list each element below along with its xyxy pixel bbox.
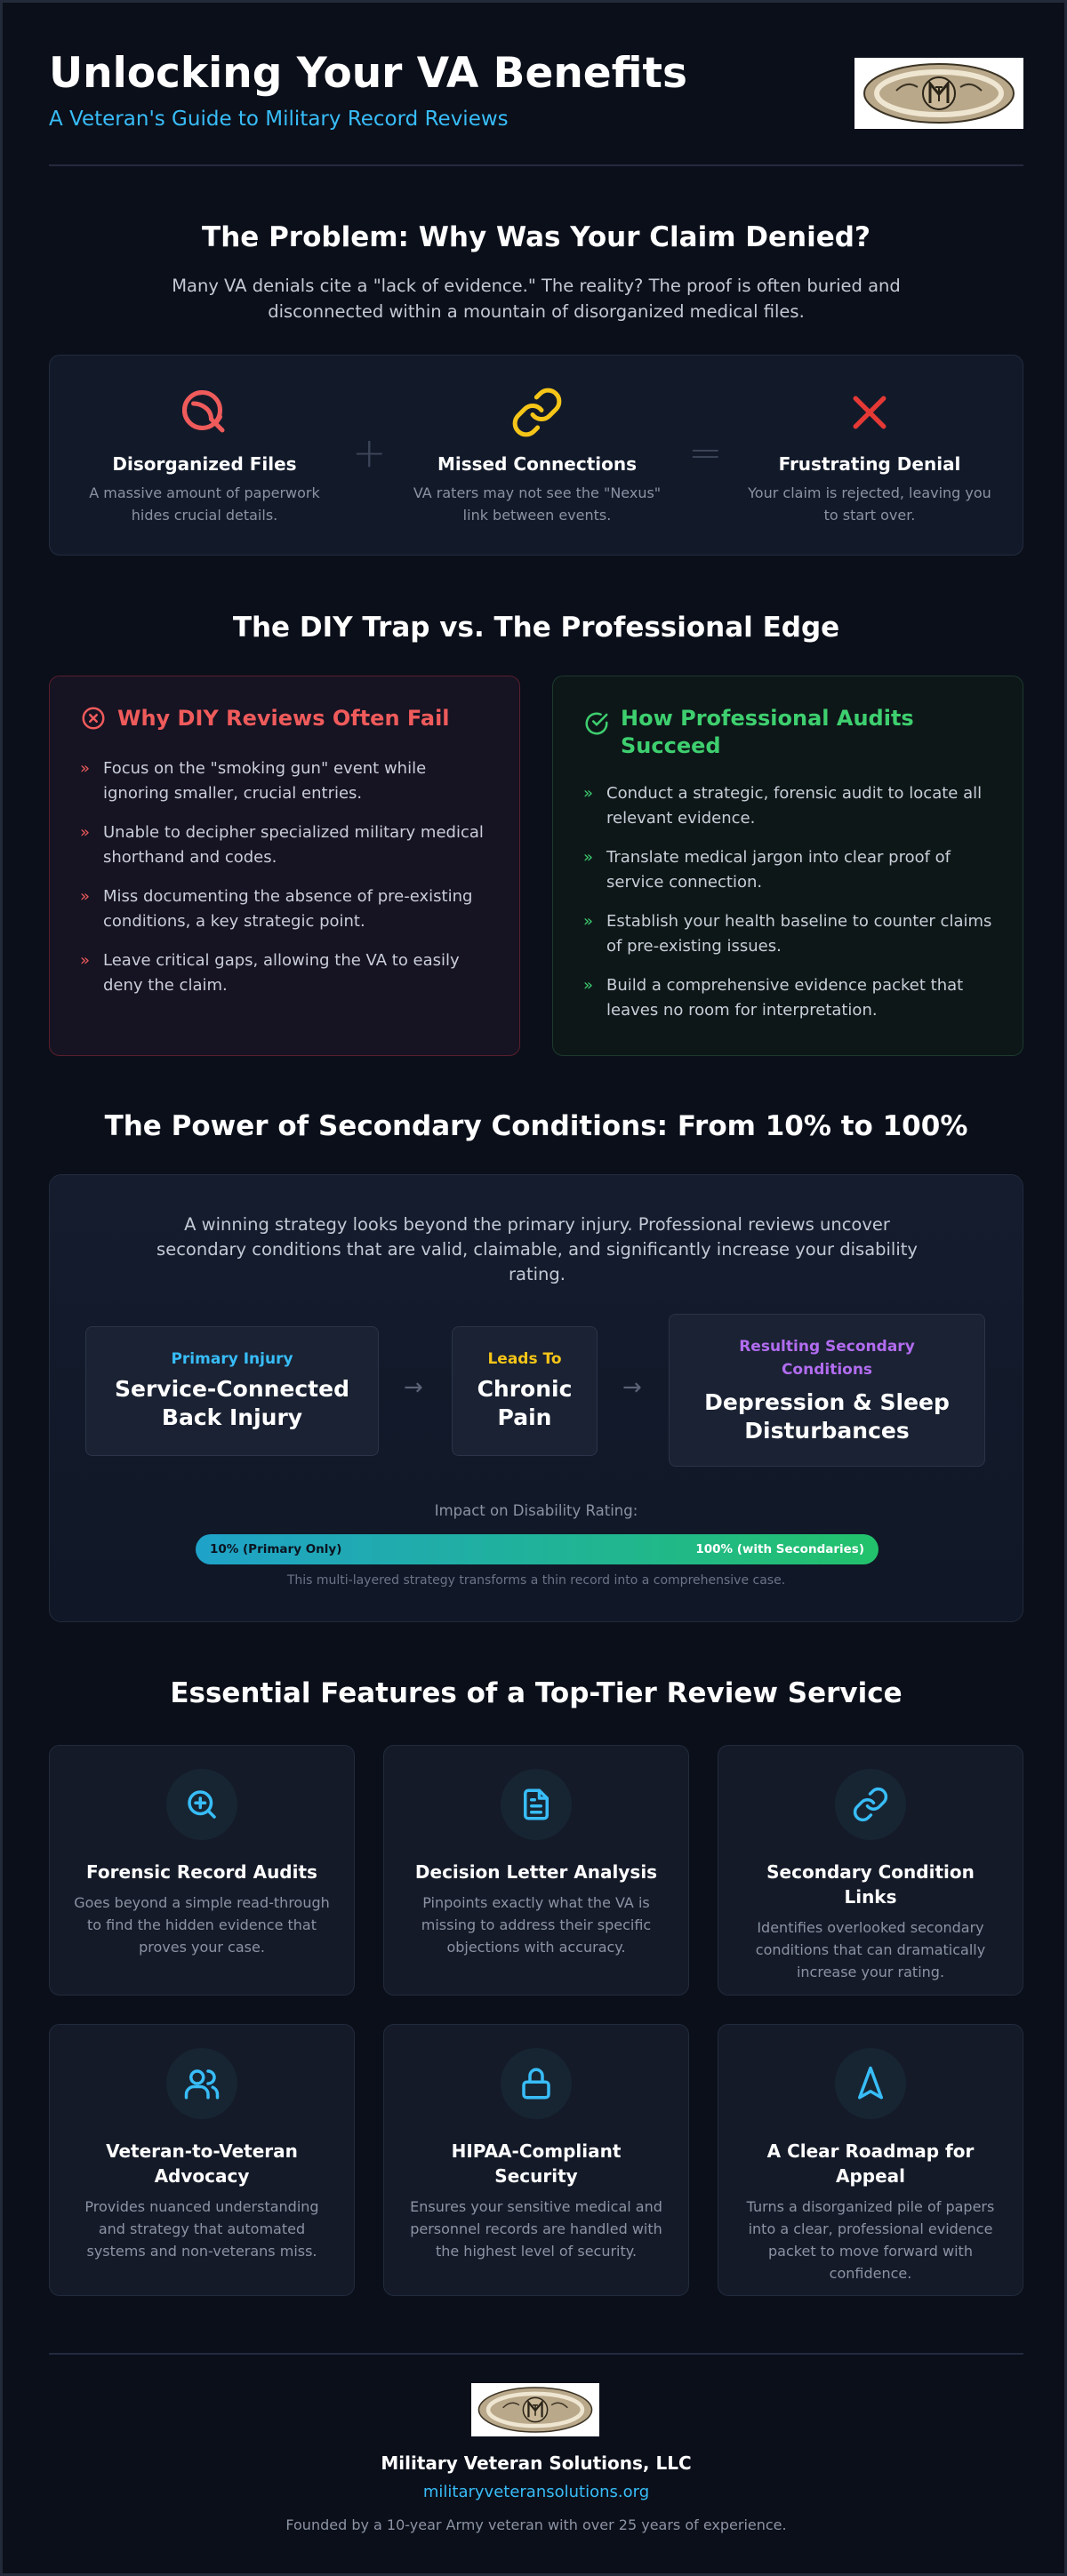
- list-item: »Leave critical gaps, allowing the VA to…: [80, 951, 460, 995]
- feature-card-decision: Decision Letter Analysis Pinpoints exact…: [383, 1745, 689, 1996]
- features-section: Essential Features of a Top-Tier Review …: [49, 1677, 1023, 2296]
- plus-operator: +: [352, 428, 387, 476]
- diy-section: The DIY Trap vs. The Professional Edge W…: [49, 612, 1023, 1056]
- check-circle-icon: [583, 710, 610, 740]
- rating-note: This multi-layered strategy transforms a…: [286, 1573, 786, 1588]
- arrow-right-icon: →: [404, 1374, 423, 1401]
- tangled-files-icon: [71, 382, 338, 443]
- founder-note: Founded by a 10-year Army veteran with o…: [285, 2516, 787, 2533]
- problem-item-denial: Frustrating Denial Your claim is rejecte…: [736, 382, 1003, 526]
- page-header: Unlocking Your VA Benefits A Veteran's G…: [49, 49, 1023, 166]
- pro-success-card: How Professional Audits Succeed »Conduct…: [552, 676, 1023, 1056]
- features-title: Essential Features of a Top-Tier Review …: [170, 1677, 903, 1709]
- equals-operator: =: [688, 428, 723, 476]
- users-icon: [166, 2048, 237, 2119]
- problem-item-missed: Missed Connections VA raters may not see…: [404, 382, 670, 526]
- feature-card-secondary: Secondary Condition Links Identifies ove…: [718, 1745, 1023, 1996]
- problem-lead: Many VA denials cite a "lack of evidence…: [172, 276, 901, 322]
- navigation-icon: [835, 2048, 906, 2119]
- page-footer: Military Veteran Solutions, LLC military…: [49, 2353, 1023, 2548]
- x-circle-icon: [80, 705, 107, 735]
- footer-logo: [471, 2383, 599, 2436]
- link-icon: [404, 382, 670, 443]
- list-item: »Unable to decipher specialized military…: [80, 823, 484, 867]
- diy-fail-card: Why DIY Reviews Often Fail »Focus on the…: [49, 676, 520, 1056]
- impact-label: Impact on Disability Rating:: [434, 1502, 638, 1519]
- arrow-right-icon: →: [622, 1374, 642, 1401]
- problem-section: The Problem: Why Was Your Claim Denied? …: [49, 221, 1023, 556]
- secondary-lead: A winning strategy looks beyond the prim…: [156, 1214, 918, 1284]
- list-item: »Focus on the "smoking gun" event while …: [80, 759, 427, 803]
- company-url-link[interactable]: militaryveteransolutions.org: [422, 2483, 650, 2501]
- flow-leads-to: Leads To Chronic Pain: [452, 1326, 598, 1456]
- secondary-card: A winning strategy looks beyond the prim…: [49, 1174, 1023, 1622]
- document-icon: [501, 1769, 572, 1840]
- problem-card: Disorganized Files A massive amount of p…: [49, 355, 1023, 556]
- diy-fail-heading: Why DIY Reviews Often Fail: [117, 706, 450, 731]
- list-item: »Translate medical jargon into clear pro…: [583, 848, 951, 892]
- company-logo: [854, 58, 1023, 129]
- search-plus-icon: [166, 1769, 237, 1840]
- flow-secondary-conditions: Resulting Secondary Conditions Depressio…: [669, 1314, 985, 1467]
- feature-card-roadmap: A Clear Roadmap for Appeal Turns a disor…: [718, 2024, 1023, 2296]
- feature-card-hipaa: HIPAA-Compliant Security Ensures your se…: [383, 2024, 689, 2296]
- flow-primary-injury: Primary Injury Service-Connected Back In…: [85, 1326, 379, 1456]
- problem-item-disorganized: Disorganized Files A massive amount of p…: [71, 382, 338, 526]
- pro-success-heading: How Professional Audits Succeed: [621, 706, 914, 758]
- problem-title: The Problem: Why Was Your Claim Denied?: [202, 221, 870, 253]
- secondary-section: The Power of Secondary Conditions: From …: [49, 1110, 1023, 1622]
- secondary-title: The Power of Secondary Conditions: From …: [104, 1110, 968, 1142]
- list-item: »Miss documenting the absence of pre-exi…: [80, 887, 473, 931]
- page-title: Unlocking Your VA Benefits: [49, 49, 687, 98]
- rating-progress-bar: 10% (Primary Only) 100% (with Secondarie…: [196, 1534, 878, 1564]
- x-icon: [736, 382, 1003, 443]
- list-item: »Build a comprehensive evidence packet t…: [583, 976, 964, 1020]
- feature-card-forensic: Forensic Record Audits Goes beyond a sim…: [49, 1745, 355, 1996]
- feature-card-advocacy: Veteran-to-Veteran Advocacy Provides nua…: [49, 2024, 355, 2296]
- list-item: »Establish your health baseline to count…: [583, 912, 992, 956]
- diy-title: The DIY Trap vs. The Professional Edge: [232, 612, 840, 644]
- page-subtitle: A Veteran's Guide to Military Record Rev…: [49, 108, 509, 131]
- lock-icon: [501, 2048, 572, 2119]
- link-icon: [835, 1769, 906, 1840]
- list-item: »Conduct a strategic, forensic audit to …: [583, 784, 983, 828]
- company-name: Military Veteran Solutions, LLC: [381, 2452, 692, 2474]
